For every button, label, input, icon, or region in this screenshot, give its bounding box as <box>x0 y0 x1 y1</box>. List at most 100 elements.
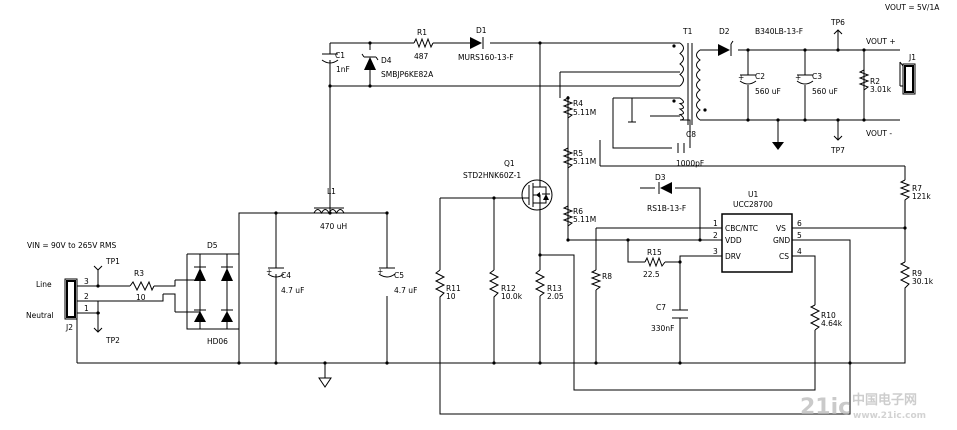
u1-pin-num-2: 2 <box>713 231 718 240</box>
watermark: 21ic 中国电子网 www.21ic.com <box>800 392 926 421</box>
tp7 <box>833 132 843 141</box>
capacitor-c5 <box>378 267 396 278</box>
l1-value: 470 uH <box>320 222 347 231</box>
vout-minus-label: VOUT - <box>866 129 892 138</box>
d2-label: D2 <box>719 27 730 36</box>
r3-label: R3 <box>134 269 144 278</box>
c4-value: 4.7 uF <box>281 286 304 295</box>
t1-dot-primary <box>672 44 676 48</box>
r10-symbol <box>809 304 821 331</box>
c2-value: 560 uF <box>755 87 781 96</box>
d3-part: RS1B-13-F <box>647 204 686 213</box>
transformer-t1 <box>678 42 701 125</box>
t1-dot-secondary <box>703 108 707 112</box>
capacitor-c1 <box>321 53 339 75</box>
bridge-rectifier-d5 <box>187 254 233 329</box>
u1-pin-vs: VS <box>776 224 786 233</box>
r9-value: 30.1k <box>912 277 934 286</box>
r12-label: R12 <box>501 284 516 293</box>
r3-symbol <box>129 280 155 292</box>
r9-label: R9 <box>912 269 922 278</box>
j2-pin-1: 1 <box>84 304 89 313</box>
r11-label: R11 <box>446 284 461 293</box>
j2-line-label: Line <box>36 280 52 289</box>
capacitor-c7 <box>672 309 688 319</box>
tp6 <box>833 29 843 38</box>
diode-d2 <box>718 40 734 56</box>
c5-plus: + <box>377 267 383 276</box>
capacitor-c3 <box>796 74 814 85</box>
tp7-label: TP7 <box>830 146 845 155</box>
r10-value: 4.64k <box>821 319 843 328</box>
u1-pin-drv: DRV <box>725 252 742 261</box>
j2-neutral-label: Neutral <box>26 311 54 320</box>
d1-label: D1 <box>476 26 487 35</box>
r4-value: 5.11M <box>573 108 596 117</box>
tp1 <box>93 265 103 280</box>
d4-part: SMBJP6KE82A <box>381 70 434 79</box>
watermark-url: www.21ic.com <box>853 411 926 421</box>
r3-value: 10 <box>136 293 146 302</box>
r8-label: R8 <box>602 272 612 281</box>
c3-value: 560 uF <box>812 87 838 96</box>
r13-symbol <box>534 269 546 297</box>
j2-pin-2: 2 <box>84 292 89 301</box>
capacitor-c8 <box>677 143 685 153</box>
u1-pin-num-3: 3 <box>713 247 718 256</box>
d3-label: D3 <box>655 173 666 182</box>
r15-label: R15 <box>647 248 662 257</box>
u1-pin-num-1: 1 <box>713 219 718 228</box>
u1-pin-gnd: GND <box>773 236 790 245</box>
r4-label: R4 <box>573 99 583 108</box>
r6-label: R6 <box>573 207 583 216</box>
r8-symbol <box>590 269 602 291</box>
capacitor-c4 <box>267 267 285 296</box>
watermark-brand: 中国电子网 <box>852 392 917 408</box>
vout-plus-label: VOUT + <box>866 37 896 46</box>
r13-value: 2.05 <box>547 292 564 301</box>
tp6-label: TP6 <box>830 18 845 27</box>
c1-value: 1nF <box>336 65 350 74</box>
c1-label: C1 <box>335 51 345 60</box>
r7-symbol <box>899 179 911 205</box>
junction-dots <box>96 41 907 365</box>
r11-symbol <box>434 269 446 300</box>
tp2 <box>93 326 103 333</box>
d1-part: MURS160-13-F <box>458 53 514 62</box>
r15-value: 22.5 <box>643 270 660 279</box>
r2-value: 3.01k <box>870 85 892 94</box>
d5-part: HD06 <box>207 337 228 346</box>
j1-label: J1 <box>908 53 916 62</box>
u1-pin-num-4: 4 <box>797 247 802 256</box>
r15-symbol <box>644 256 666 268</box>
r5-value: 5.11M <box>573 157 596 166</box>
r1-label: R1 <box>417 28 427 37</box>
ic-u1 <box>712 213 802 273</box>
r6-value: 5.11M <box>573 215 596 224</box>
u1-pin-vdd: VDD <box>725 236 742 245</box>
r6-symbol <box>562 205 574 227</box>
r1-symbol <box>413 37 434 49</box>
l1-label: L1 <box>327 187 336 196</box>
u1-part: UCC28700 <box>733 200 773 209</box>
r5-label: R5 <box>573 149 583 158</box>
u1-pin-cbc: CBC/NTC <box>725 224 758 233</box>
c2-label: C2 <box>755 72 765 81</box>
secondary-ground-symbol <box>772 142 784 150</box>
d4-label: D4 <box>381 56 392 65</box>
tvs-diode-d4 <box>361 53 379 70</box>
c3-label: C3 <box>812 72 822 81</box>
c4-label: C4 <box>281 271 291 280</box>
wires <box>76 30 906 415</box>
c4-plus: + <box>266 267 272 276</box>
r5-symbol <box>562 147 574 169</box>
r2-label: R2 <box>870 77 880 86</box>
r7-value: 121k <box>912 192 931 201</box>
d5-label: D5 <box>207 241 218 250</box>
watermark-logo: 21ic <box>800 395 851 420</box>
connector-j2: 3 2 1 Line Neutral J2 <box>26 277 89 332</box>
r12-value: 10.0k <box>501 292 523 301</box>
r4-symbol <box>562 97 574 119</box>
c7-value: 330nF <box>651 324 674 333</box>
